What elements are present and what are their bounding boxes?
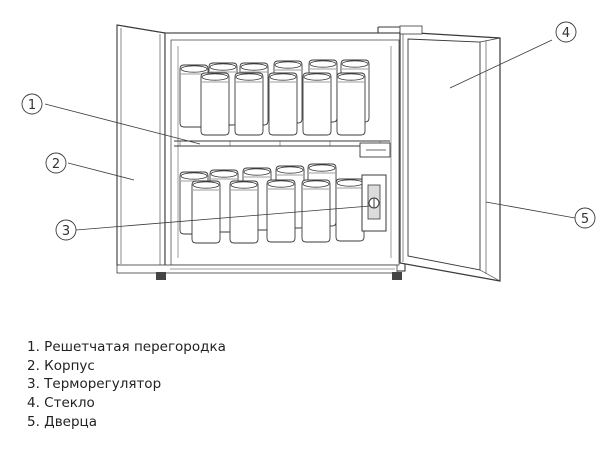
legend-item-5: 5. Дверца xyxy=(27,413,98,430)
thermostat xyxy=(359,142,391,232)
parts-legend: 1. Решетчатая перегородка 2. Корпус 3. Т… xyxy=(27,338,226,432)
svg-text:5: 5 xyxy=(581,212,589,227)
wire-shelf xyxy=(174,140,390,147)
svg-text:3: 3 xyxy=(62,224,70,239)
cans-top-front xyxy=(200,72,366,136)
callout-4: 4 xyxy=(555,21,577,43)
glass-door xyxy=(399,25,501,282)
legend-item-2: 2. Корпус xyxy=(27,357,95,374)
callout-1: 1 xyxy=(21,93,43,115)
svg-text:2: 2 xyxy=(52,157,60,172)
legend-item-3: 3. Терморегулятор xyxy=(27,376,162,393)
cans-bottom-front xyxy=(191,178,365,244)
legend-item-1: 1. Решетчатая перегородка xyxy=(27,339,226,355)
callout-3: 3 xyxy=(55,219,77,241)
leader-lines xyxy=(44,39,576,231)
svg-text:1: 1 xyxy=(28,98,36,113)
svg-text:4: 4 xyxy=(562,26,570,41)
callout-5: 5 xyxy=(574,207,596,229)
callout-2: 2 xyxy=(45,152,67,174)
legend-item-4: 4. Стекло xyxy=(27,395,95,412)
